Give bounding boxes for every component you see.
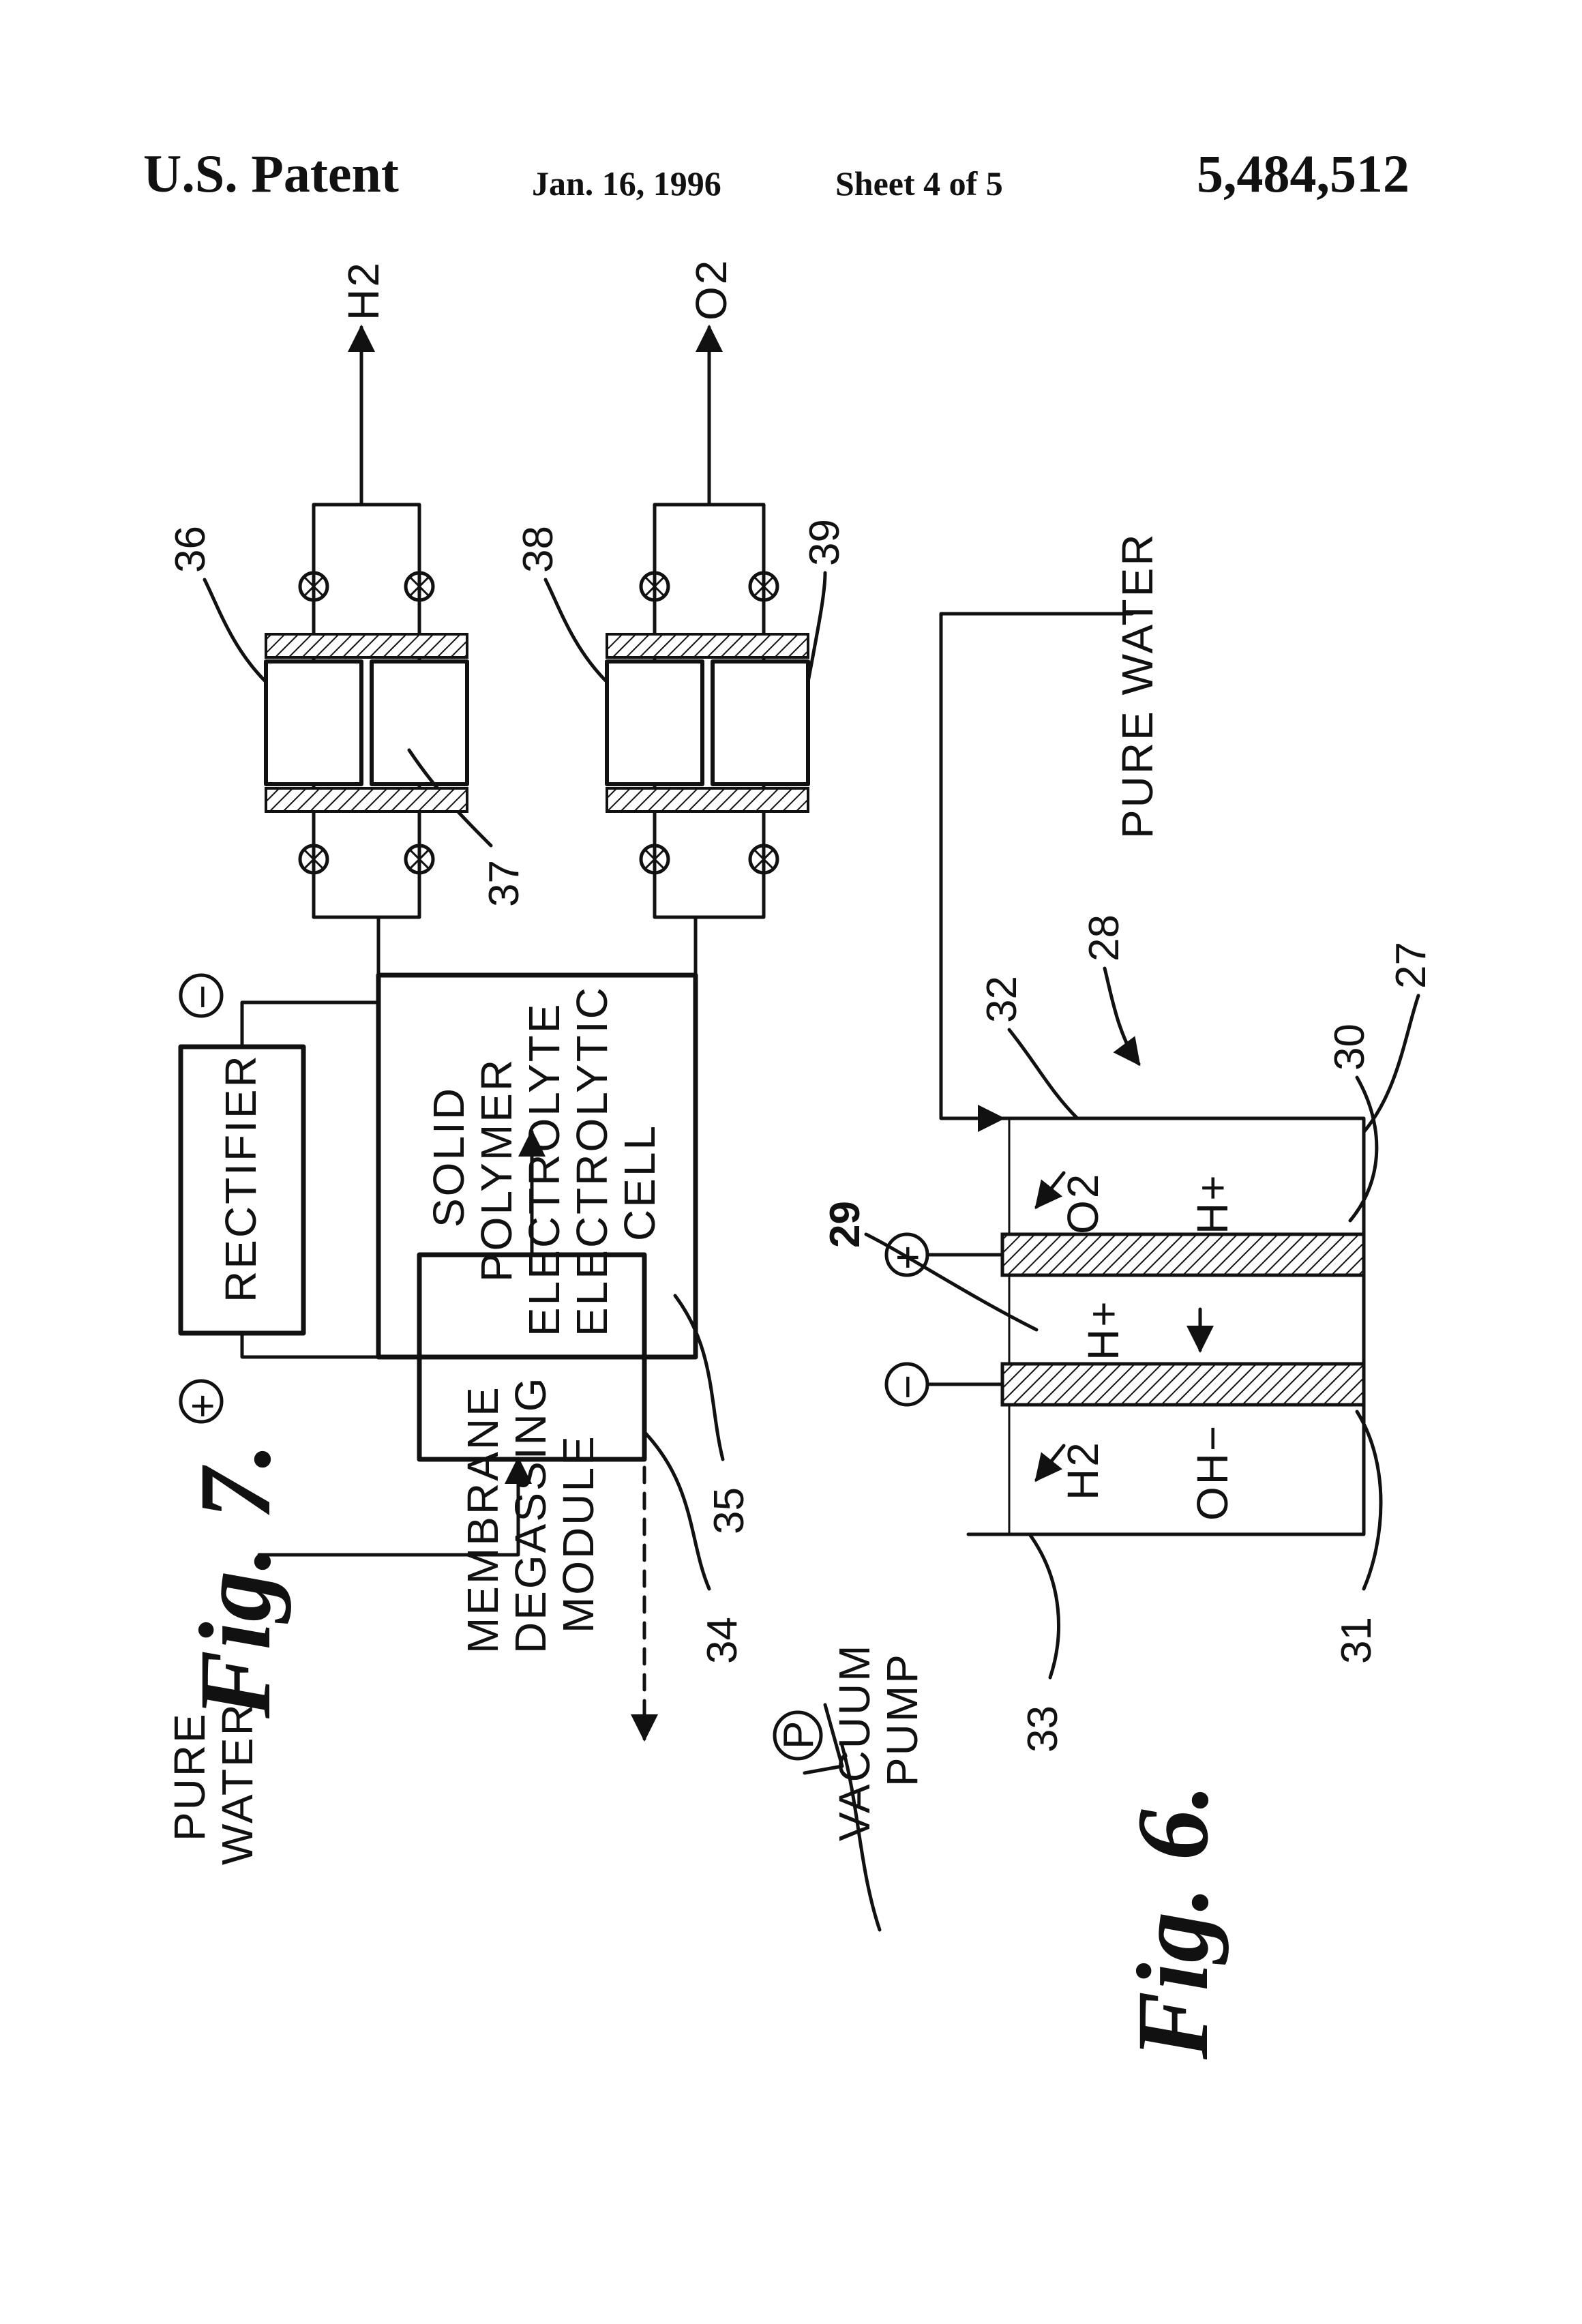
- hplus-right-label: H+: [1188, 1173, 1237, 1234]
- ref-32: 32: [979, 976, 1026, 1023]
- electrode-30: [1002, 1234, 1364, 1275]
- hplus-center-label: H+: [1079, 1299, 1128, 1360]
- leader-33: [1030, 1534, 1058, 1678]
- fig7-texts: Fig. 7. PURE WATER MEMBRANE DEGASSING MO…: [165, 258, 927, 1865]
- dryer-37-insulation: [266, 788, 467, 811]
- vacuum-label-1: VACUUM: [830, 1643, 879, 1841]
- leader-36: [205, 580, 266, 682]
- plus-sign-7: +: [179, 1394, 226, 1418]
- ref-33: 33: [1019, 1705, 1066, 1753]
- ref-38: 38: [515, 526, 562, 573]
- h2-feed-line: [314, 859, 419, 975]
- o2-feed-line: [655, 859, 764, 975]
- leader-28: [1105, 968, 1139, 1064]
- pump-symbol: P: [775, 1721, 822, 1749]
- h2-output-label: H2: [339, 260, 388, 321]
- ref-29: 29: [822, 1201, 869, 1248]
- leader-35: [675, 1296, 723, 1459]
- rectifier-wire-plus: [242, 1333, 378, 1357]
- leader-32: [1009, 1030, 1077, 1118]
- fig7-title: Fig. 7.: [179, 1443, 292, 1719]
- leader-34: [644, 1432, 709, 1589]
- fig6-minus-sign: −: [884, 1375, 931, 1399]
- dryer-36-insulation: [266, 634, 467, 657]
- dryer-39: [713, 661, 808, 784]
- leader-38: [546, 580, 607, 682]
- fig6-texts: Fig. 6. PURE WATER − + H2 OH− H+ O2 H+ 2…: [822, 532, 1435, 2060]
- cell-text-5: CELL: [615, 1124, 664, 1241]
- ref-28: 28: [1081, 914, 1128, 962]
- cell-text-4: ELECTROLYTIC: [567, 985, 616, 1337]
- o2-output-label: O2: [687, 258, 736, 321]
- vacuum-label-2: PUMP: [878, 1652, 927, 1787]
- ref-39: 39: [801, 519, 848, 566]
- ref-34: 34: [699, 1617, 746, 1664]
- cell-text-1: SOLID: [424, 1086, 473, 1227]
- cell-text-3: ELECTROLYTE: [520, 1002, 569, 1337]
- rectifier-wire-minus: [242, 1002, 378, 1047]
- leader-39: [808, 573, 825, 682]
- dryer-38: [607, 661, 702, 784]
- degassing-text-2: DEGASSING: [506, 1375, 555, 1654]
- dryer-39-insulation: [607, 788, 808, 811]
- degassing-text-1: MEMBRANE: [458, 1385, 507, 1654]
- o2-region-label: O2: [1058, 1172, 1107, 1234]
- ref-35: 35: [706, 1487, 753, 1534]
- leader-31: [1357, 1412, 1381, 1589]
- fig6-title: Fig. 6.: [1116, 1784, 1229, 2060]
- pure-water-feed-line: [941, 614, 1132, 1118]
- ref-27: 27: [1388, 942, 1435, 989]
- degassing-text-3: MODULE: [554, 1434, 603, 1633]
- pure-water-label-1: PURE: [165, 1712, 214, 1841]
- electrode-31: [1002, 1364, 1364, 1405]
- fig6-plus-sign: +: [884, 1245, 931, 1270]
- minus-sign-7: −: [179, 985, 226, 1009]
- ref-30: 30: [1326, 1024, 1373, 1071]
- dryer-36: [266, 661, 361, 784]
- ref-36: 36: [167, 526, 214, 573]
- cell-text-2: POLYMER: [472, 1058, 521, 1282]
- pure-water-label-2: WATER: [213, 1702, 262, 1865]
- ref-37: 37: [481, 860, 528, 907]
- h2-region-label: H2: [1058, 1440, 1107, 1500]
- rectifier-label: RECTIFIER: [216, 1054, 265, 1302]
- pure-water-fig6: PURE WATER: [1113, 532, 1162, 839]
- dryer-38-insulation: [607, 634, 808, 657]
- ohminus-region-label: OH−: [1188, 1424, 1237, 1521]
- ref-31: 31: [1333, 1617, 1380, 1664]
